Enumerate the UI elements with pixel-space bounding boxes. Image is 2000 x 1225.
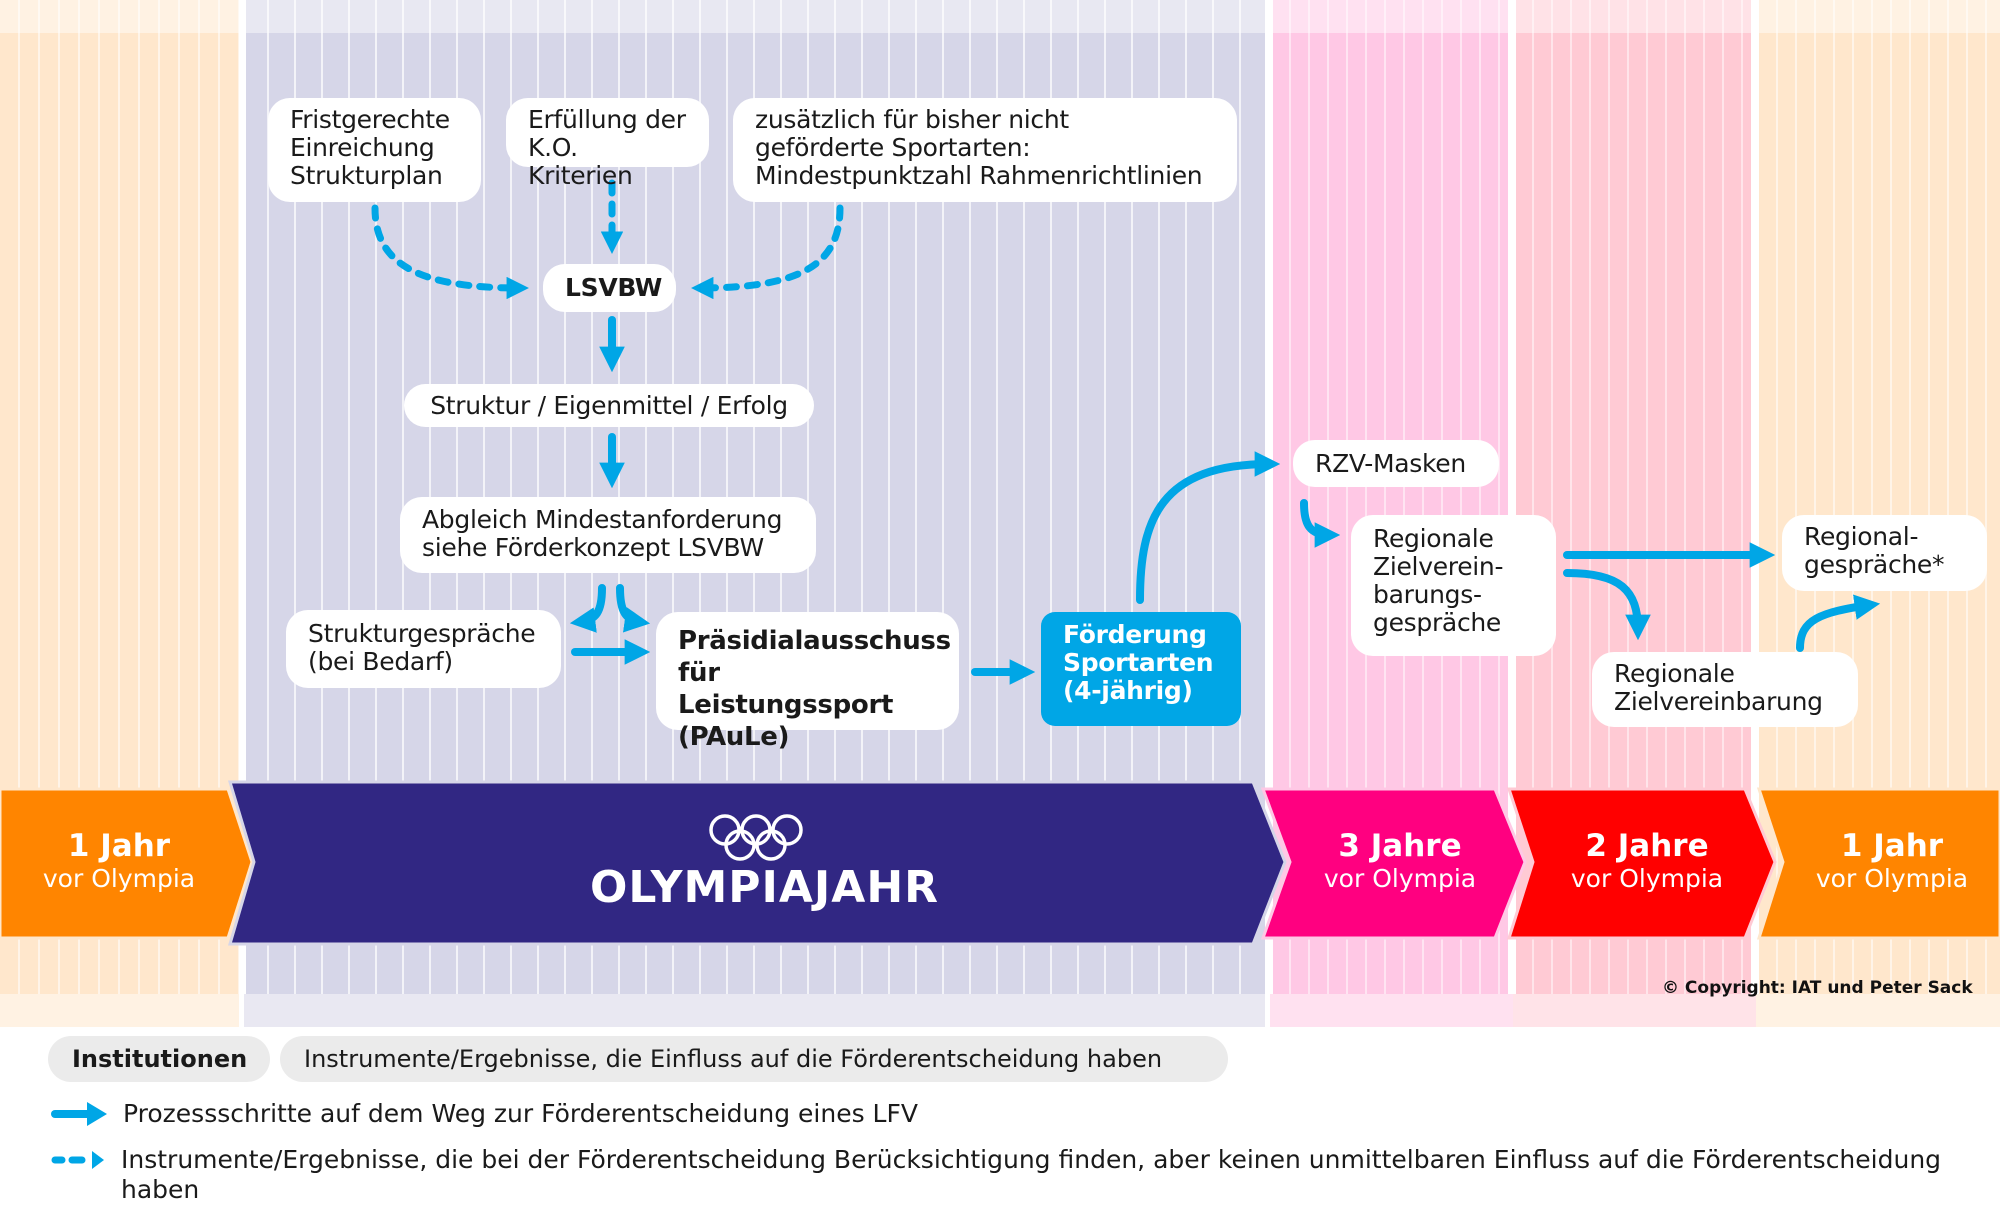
dashed-arrow-icon (51, 1151, 104, 1169)
box-regionale-zielvereinbarungsgespraeche: Regionale Zielverein- barungs- gespräche (1351, 515, 1556, 656)
legend-chip-institutionen: Institutionen (48, 1036, 270, 1082)
box-rzv-masken: RZV-Masken (1293, 440, 1499, 487)
box-lsvbw: LSVBW (543, 264, 676, 312)
timeline-1-jahr-left: 1 Jahr vor Olympia (0, 828, 238, 894)
box-regionale-zielvereinbarung: Regionale Zielvereinbarung (1592, 652, 1858, 727)
timeline-1-jahr-left-subtitle: vor Olympia (42, 864, 196, 893)
legend-dashed-arrow-text: Instrumente/Ergebnisse, die bei der Förd… (121, 1145, 1942, 1204)
legend-dashed-arrow: Instrumente/Ergebnisse, die bei der Förd… (121, 1145, 2000, 1205)
solid-arrow-icon (51, 1102, 107, 1126)
legend-solid-arrow: Prozessschritte auf dem Weg zur Förderen… (123, 1099, 918, 1129)
timeline-1-jahr-right-subtitle: vor Olympia (1815, 864, 1969, 893)
timeline-2-jahre: 2 Jahre vor Olympia (1527, 828, 1767, 894)
copyright-notice: © Copyright: IAT und Peter Sack (1662, 978, 1973, 998)
timeline-1-jahr-right: 1 Jahr vor Olympia (1772, 828, 2000, 894)
band-bottom-strip-1 (0, 994, 239, 1027)
legend-solid-arrow-text: Prozessschritte auf dem Weg zur Förderen… (123, 1099, 918, 1128)
box-ko-kriterien: Erfüllung der K.O. Kriterien (506, 98, 709, 190)
box-fristgerechte-einreichung: Fristgerechte Einreichung Strukturplan (268, 98, 481, 202)
box-abgleich-mindestanforderung: Abgleich Mindestanforderung siehe Förder… (400, 497, 816, 573)
timeline-2-jahre-title: 2 Jahre (1585, 828, 1709, 864)
band-bottom-strip-4 (1513, 994, 1756, 1027)
box-paule: Präsidialausschuss für Leistungssport (P… (656, 612, 959, 752)
timeline-olympiajahr-title: OLYMPIAJAHR (590, 862, 940, 913)
box-struktur-eigenmittel-erfolg: Struktur / Eigenmittel / Erfolg (404, 384, 814, 427)
band-bottom-strip-2 (244, 994, 1265, 1027)
box-foerderung-sportarten: Förderung Sportarten (4-jährig) (1041, 612, 1241, 726)
timeline-1-jahr-right-title: 1 Jahr (1840, 828, 1944, 864)
timeline-3-jahre: 3 Jahre vor Olympia (1280, 828, 1520, 894)
band-bottom-strip-5 (1756, 994, 2000, 1027)
timeline-2-jahre-subtitle: vor Olympia (1570, 864, 1724, 893)
timeline-3-jahre-title: 3 Jahre (1338, 828, 1462, 864)
timeline-3-jahre-subtitle: vor Olympia (1323, 864, 1477, 893)
timeline-1-jahr-left-title: 1 Jahr (67, 828, 171, 864)
box-regionalgespraeche: Regional- gespräche* (1782, 515, 1987, 591)
legend-chip-instrumente: Instrumente/Ergebnisse, die Einfluss auf… (280, 1036, 1228, 1082)
box-strukturgespraeche: Strukturgespräche (bei Bedarf) (286, 610, 561, 688)
box-mindestpunktzahl: zusätzlich für bisher nicht geförderte S… (733, 98, 1237, 202)
band-bottom-strip-3 (1270, 994, 1513, 1027)
